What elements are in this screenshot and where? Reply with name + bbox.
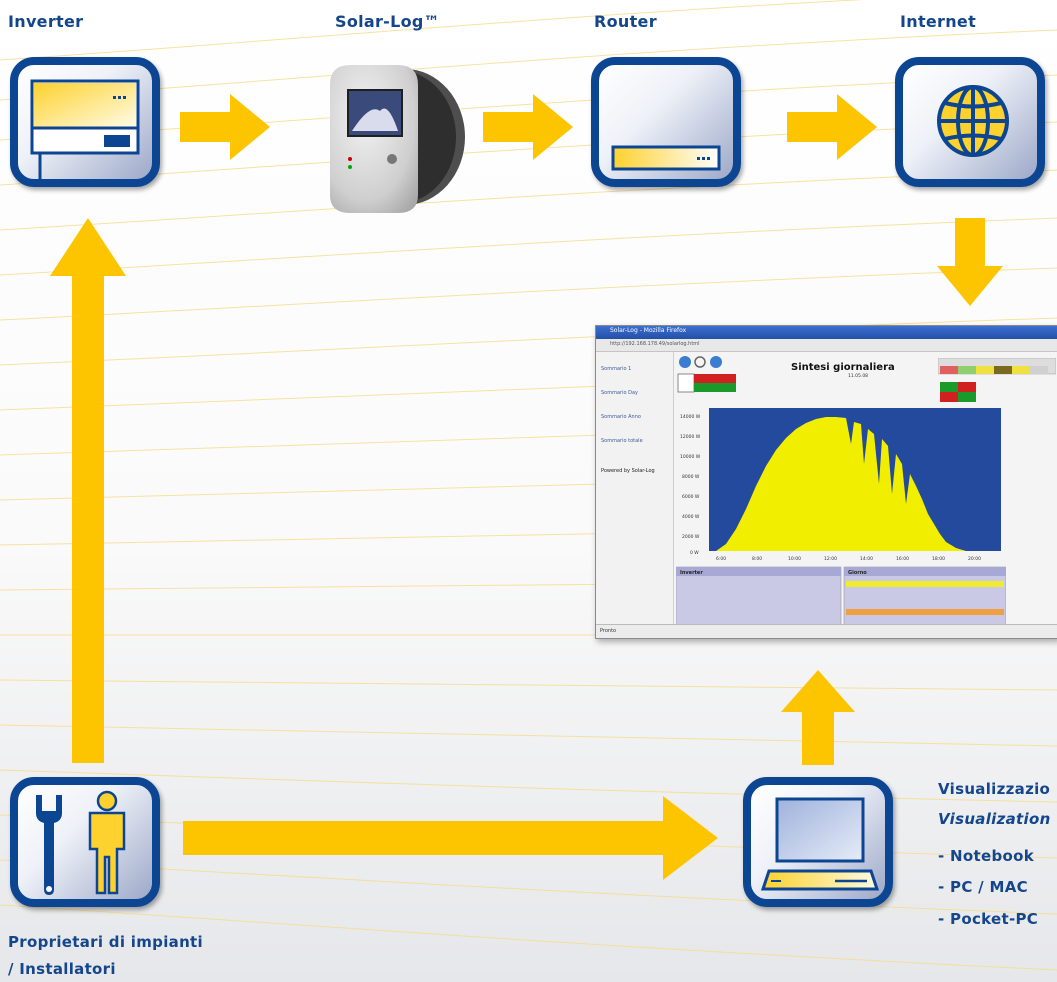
svg-text:10:00: 10:00 [788, 556, 801, 562]
svg-text:12000 W: 12000 W [680, 434, 701, 440]
router-icon [611, 145, 721, 171]
sidenav-item: Sommario Anno [601, 414, 641, 420]
arrow-right-icon [483, 94, 573, 160]
browser-window: Solar-Log - Mozilla Firefox http://192.1… [595, 325, 1057, 639]
browser-address-text: http://192.168.178.49/solarlog.html [610, 341, 700, 347]
router-label: Router [594, 12, 657, 31]
svg-text:6:00: 6:00 [716, 556, 726, 562]
laptop-icon [760, 797, 880, 891]
arrow-right-long-icon [183, 796, 718, 880]
nav-controls-icon [677, 356, 736, 393]
arrow-up-icon [781, 670, 855, 765]
owners-label-line1: Proprietari di impianti [8, 933, 203, 951]
inverter-tile [10, 57, 160, 187]
svg-text:20:00: 20:00 [968, 556, 981, 562]
arrow-right-icon [180, 94, 270, 160]
panel-right-title: Giorno [848, 570, 867, 576]
svg-text:12:00: 12:00 [824, 556, 837, 562]
device-pocket-label: - Pocket-PC [938, 910, 1039, 928]
visualization-en-label: Visualization [938, 810, 1051, 828]
browser-sidenav: Sommario 1 Sommario Day Sommario Anno So… [596, 352, 674, 624]
wrench-person-icon [36, 790, 126, 895]
owners-label-line2: / Installatori [8, 960, 116, 978]
globe-icon [937, 85, 1009, 157]
browser-window-title: Solar-Log - Mozilla Firefox [610, 327, 687, 334]
production-chart: 14000 W 12000 W 10000 W 8000 W 6000 W 4000 W… [676, 408, 1006, 626]
chart-date: 11.05.08 [848, 374, 869, 379]
svg-text:0 W: 0 W [690, 550, 699, 556]
visualization-it-label: Visualizzazio [938, 780, 1051, 798]
solarlog-label: Solar-Log™ [335, 12, 440, 31]
owners-installers-tile [10, 777, 160, 907]
inverter-icon [30, 79, 140, 179]
svg-text:4000 W: 4000 W [682, 514, 700, 520]
sidenav-item: Sommario 1 [601, 366, 632, 372]
svg-text:18:00: 18:00 [932, 556, 945, 562]
sidenav-item: Sommario Day [601, 390, 639, 396]
chart-title: Sintesi giornaliera [791, 362, 895, 373]
browser-address-bar: http://192.168.178.49/solarlog.html [596, 339, 1057, 352]
svg-text:6000 W: 6000 W [682, 494, 700, 500]
arrow-right-icon [787, 94, 877, 160]
arrow-up-icon [50, 218, 126, 763]
browser-titlebar: Solar-Log - Mozilla Firefox [596, 326, 1057, 339]
sidenav-item: Sommario totale [601, 438, 643, 444]
browser-statusbar: Pronto [596, 624, 1057, 638]
device-pc-label: - PC / MAC [938, 878, 1028, 896]
svg-text:16:00: 16:00 [896, 556, 909, 562]
powered-by-text: Powered by Solar-Log [601, 468, 655, 474]
internet-tile [895, 57, 1045, 187]
panel-left-title: Inverter [680, 570, 703, 576]
status-grid-icon [938, 358, 1056, 402]
arrow-down-icon [937, 218, 1003, 306]
device-notebook-label: - Notebook [938, 847, 1034, 865]
internet-label: Internet [900, 12, 977, 31]
svg-text:8:00: 8:00 [752, 556, 762, 562]
svg-text:2000 W: 2000 W [682, 534, 700, 540]
svg-text:10000 W: 10000 W [680, 454, 701, 460]
notebook-tile [743, 777, 893, 907]
svg-text:8000 W: 8000 W [682, 474, 700, 480]
inverter-label: Inverter [8, 12, 84, 31]
status-text: Pronto [600, 628, 617, 634]
router-tile [591, 57, 741, 187]
svg-text:14000 W: 14000 W [680, 414, 701, 420]
svg-text:14:00: 14:00 [860, 556, 873, 562]
solarlog-device-icon [330, 65, 465, 213]
